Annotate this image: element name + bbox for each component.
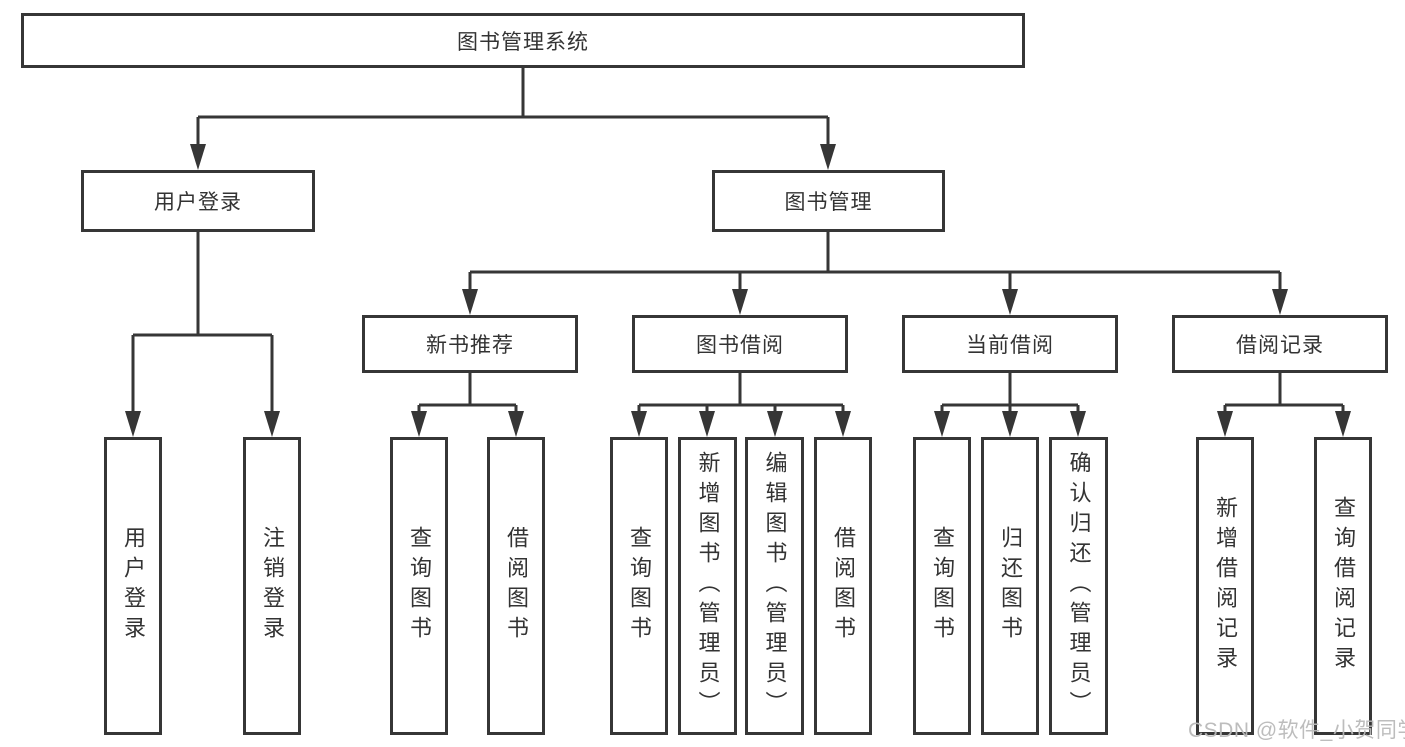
leaf-recommend-query-books-label: 查询图书	[407, 526, 432, 646]
csdn-watermark: CSDN @软件_小贺同学	[1188, 719, 1405, 742]
leaf-current-query-books-label: 查询图书	[930, 526, 955, 646]
connector-root	[190, 68, 836, 170]
node-current-borrowing: 当前借阅	[902, 315, 1118, 373]
leaf-current-query-books: 查询图书	[913, 437, 971, 735]
node-root: 图书管理系统	[21, 13, 1025, 68]
connector-borrowing-records	[1217, 373, 1351, 437]
node-root-label: 图书管理系统	[457, 30, 589, 54]
connector-current-borrowing	[934, 373, 1086, 437]
leaf-recommend-borrow-books: 借阅图书	[487, 437, 545, 735]
node-new-book-recommend-label: 新书推荐	[426, 334, 514, 357]
node-book-management-label: 图书管理	[784, 191, 873, 214]
leaf-borrowing-borrow-books-label: 借阅图书	[831, 526, 856, 646]
node-user-login-label: 用户登录	[154, 191, 242, 214]
connector-new-book-recommend	[411, 373, 524, 437]
node-user-login: 用户登录	[81, 170, 315, 232]
leaf-borrowing-query-books: 查询图书	[610, 437, 668, 735]
leaf-recommend-borrow-books-label: 借阅图书	[504, 526, 529, 646]
leaf-logout: 注销登录	[243, 437, 301, 735]
node-book-borrowing: 图书借阅	[632, 315, 848, 373]
connector-user-login	[125, 232, 280, 437]
leaf-edit-books-admin: 编辑图书（管理员）	[745, 437, 804, 735]
leaf-borrowing-query-books-label: 查询图书	[627, 526, 652, 646]
node-new-book-recommend: 新书推荐	[362, 315, 578, 373]
leaf-query-borrow-record: 查询借阅记录	[1314, 437, 1372, 735]
leaf-return-books-label: 归还图书	[998, 526, 1023, 646]
leaf-confirm-return-admin: 确认归还（管理员）	[1049, 437, 1108, 735]
leaf-user-login-label: 用户登录	[121, 526, 146, 646]
leaf-add-borrow-record: 新增借阅记录	[1196, 437, 1254, 735]
node-borrowing-records-label: 借阅记录	[1236, 334, 1324, 357]
leaf-add-books-admin-label: 新增图书（管理员）	[695, 451, 721, 721]
node-borrowing-records: 借阅记录	[1172, 315, 1388, 373]
leaf-edit-books-admin-label: 编辑图书（管理员）	[762, 451, 788, 721]
node-book-borrowing-label: 图书借阅	[696, 334, 784, 357]
node-current-borrowing-label: 当前借阅	[966, 334, 1054, 357]
leaf-logout-label: 注销登录	[260, 526, 285, 646]
connector-book-borrowing	[631, 373, 851, 437]
node-book-management: 图书管理	[712, 170, 945, 232]
leaf-add-borrow-record-label: 新增借阅记录	[1213, 496, 1238, 676]
leaf-borrowing-borrow-books: 借阅图书	[814, 437, 872, 735]
leaf-add-books-admin: 新增图书（管理员）	[678, 437, 737, 735]
leaf-query-borrow-record-label: 查询借阅记录	[1331, 496, 1356, 676]
leaf-user-login: 用户登录	[104, 437, 162, 735]
leaf-return-books: 归还图书	[981, 437, 1039, 735]
connector-book-management	[462, 232, 1288, 315]
leaf-confirm-return-admin-label: 确认归还（管理员）	[1066, 451, 1092, 721]
leaf-recommend-query-books: 查询图书	[390, 437, 448, 735]
